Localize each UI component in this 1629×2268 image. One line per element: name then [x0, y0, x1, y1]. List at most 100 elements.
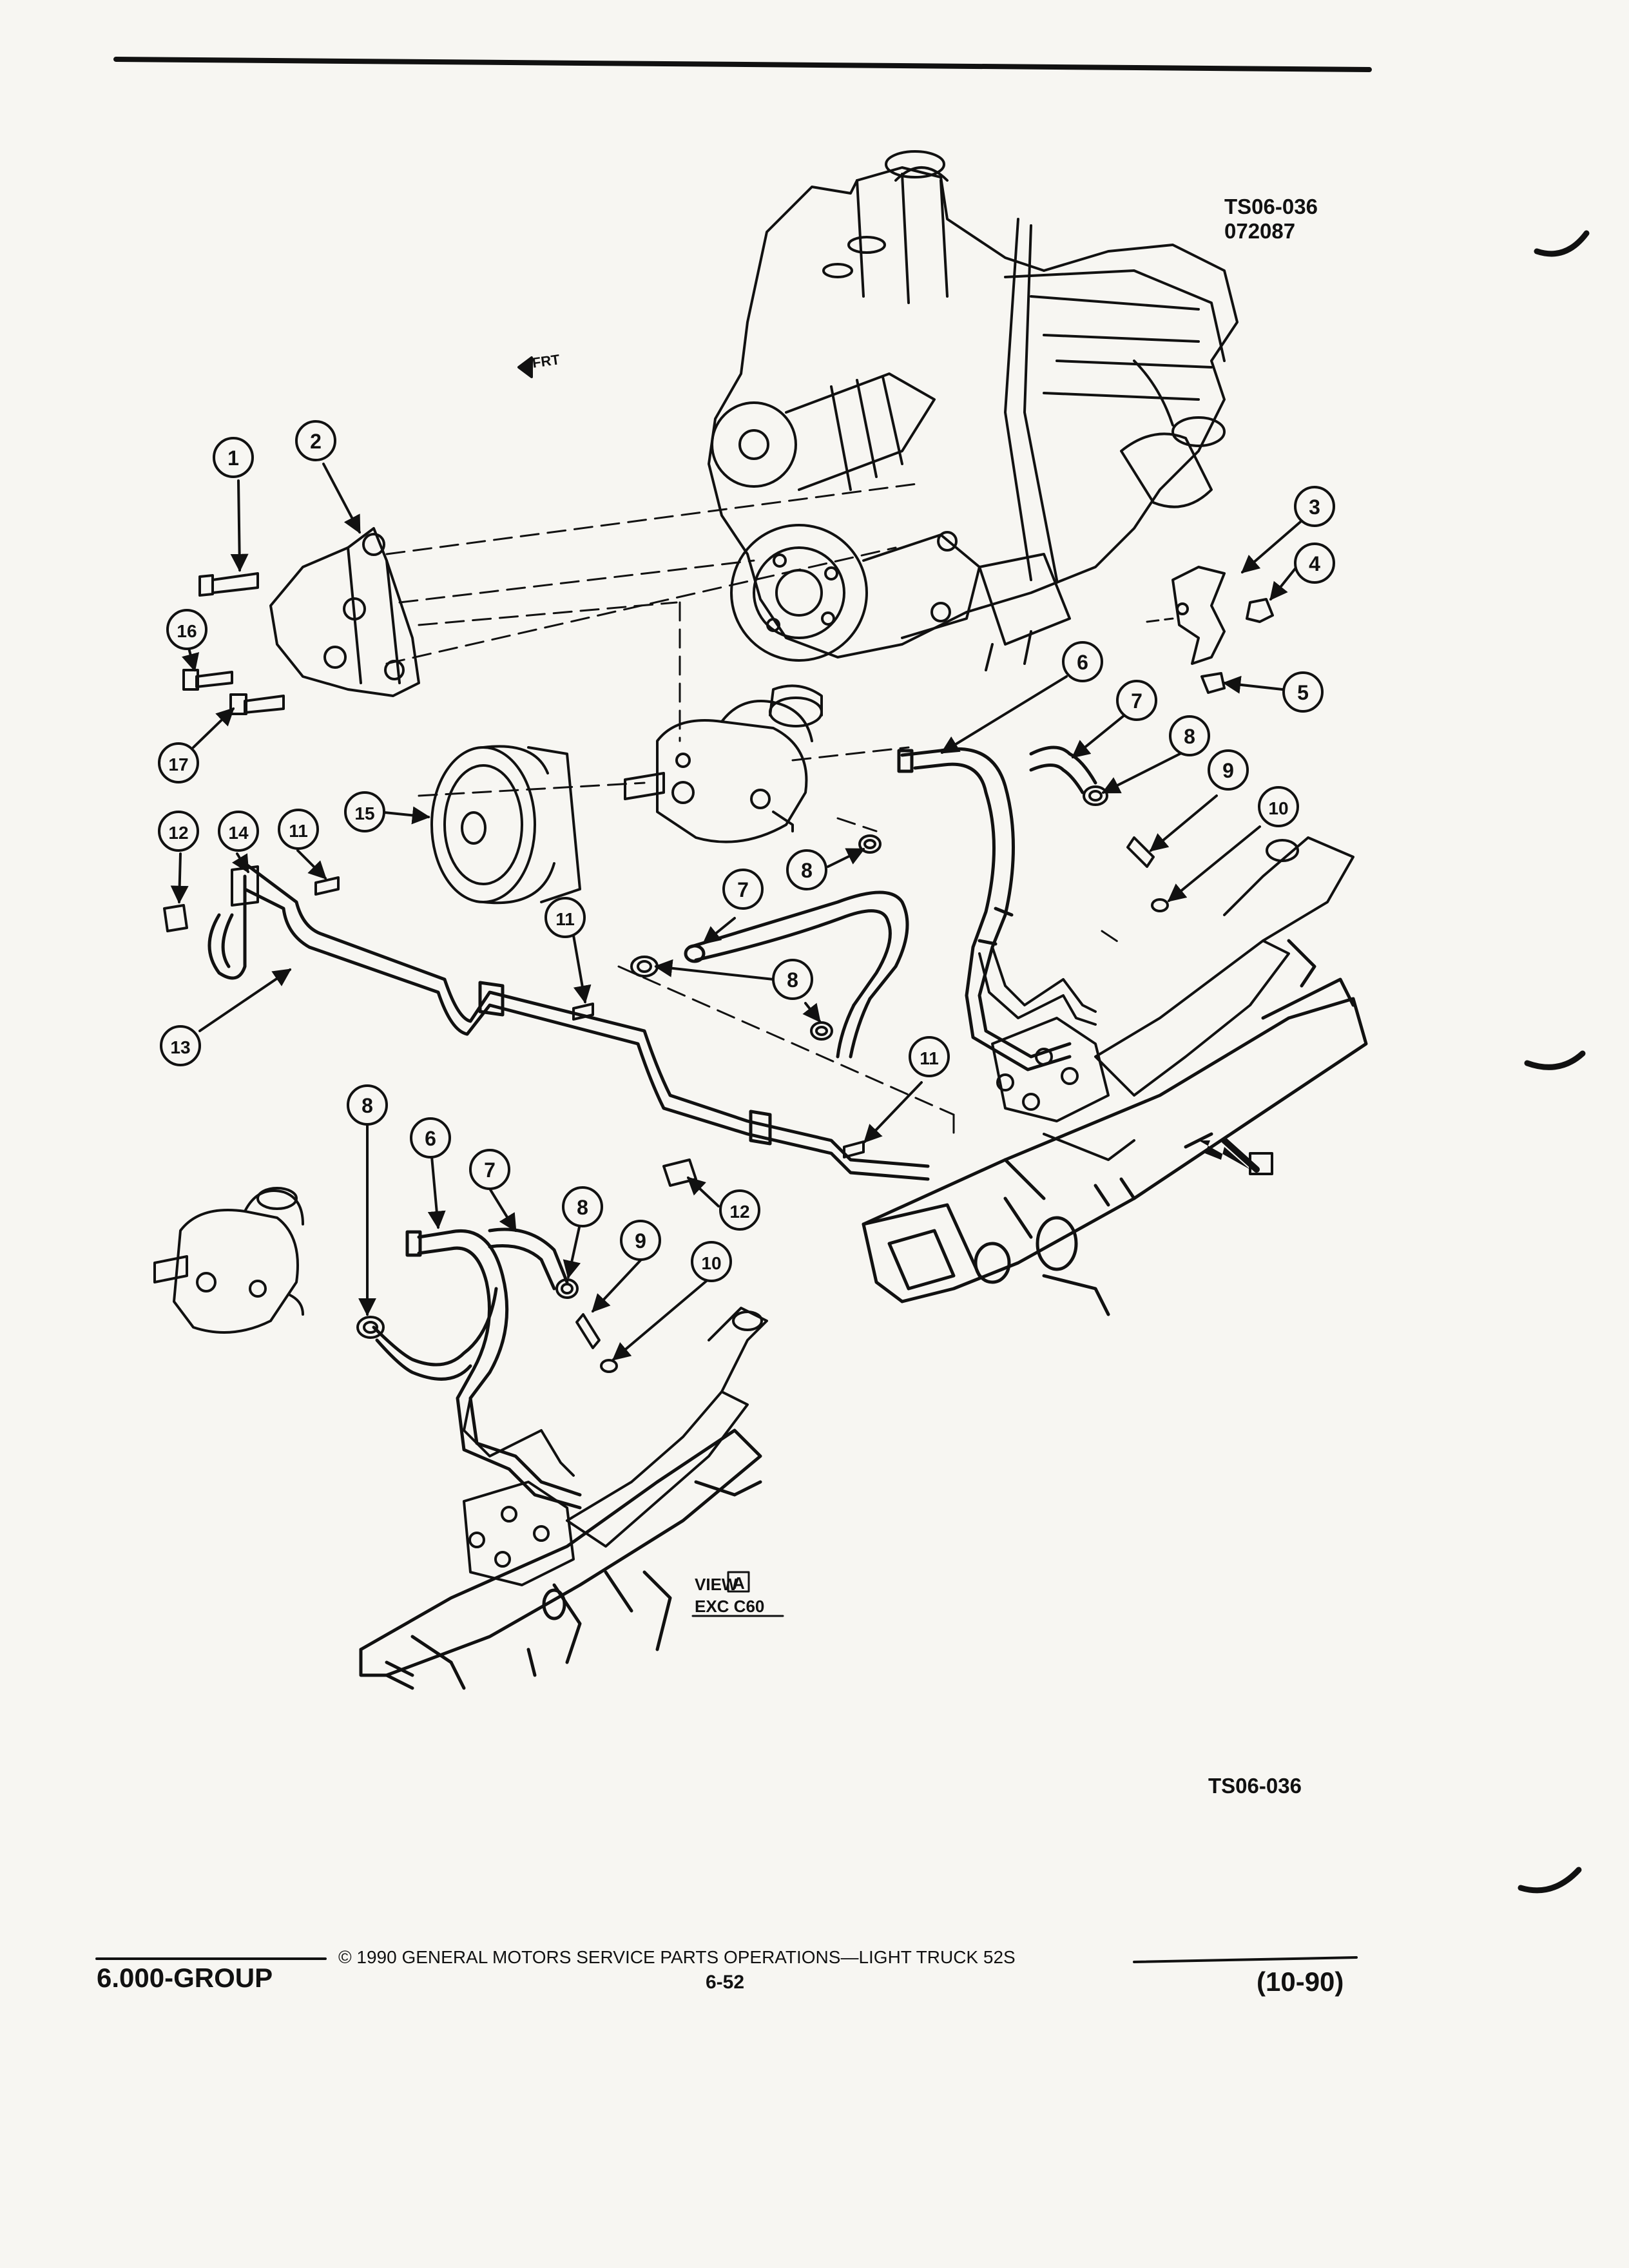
callout-7: [469, 1149, 510, 1190]
callout-text: 16: [177, 621, 197, 641]
callout-4: [1294, 543, 1335, 584]
hose-7-return: [684, 890, 909, 1059]
bolt-1: [198, 572, 259, 597]
callout-text: 13: [170, 1037, 190, 1057]
pump-pulley: [430, 745, 581, 905]
callout-7: [1116, 680, 1157, 721]
pump-reservoir-lower: [153, 1187, 304, 1334]
callout-text: 8: [361, 1094, 373, 1117]
clamp-8: [630, 956, 659, 977]
pump-bracket: [269, 527, 420, 697]
clamp-8: [810, 1021, 833, 1041]
footer-date-code: (10-90): [1257, 1966, 1344, 1997]
callout-text: 14: [228, 823, 249, 843]
frame-rail-lower: [359, 1428, 762, 1690]
hose-6-lower: [405, 1229, 582, 1510]
front-arrow-icon: [517, 356, 533, 378]
callout-text: 12: [729, 1202, 749, 1222]
figure-id: TS06-036 072087: [1224, 195, 1318, 244]
bolt-11: [843, 1140, 865, 1158]
engine-drawing: [708, 150, 1239, 671]
washer-10: [1151, 898, 1169, 912]
cooler-line-13: [207, 861, 930, 1181]
fitting-9: [1126, 836, 1155, 868]
callout-11: [909, 1036, 950, 1077]
clamp-8: [356, 1316, 385, 1339]
callout-12: [719, 1189, 760, 1231]
callout-8: [562, 1186, 603, 1227]
pump-reservoir-upper: [624, 684, 823, 843]
line-bracket-14: [231, 865, 259, 907]
gear-line-upper: [978, 946, 1097, 1026]
washer-10: [600, 1359, 618, 1373]
hose-6-upper: [897, 747, 1072, 1072]
nut-4: [1246, 598, 1274, 623]
callout-text: 12: [168, 823, 188, 843]
callout-11: [278, 809, 319, 850]
fitting-9: [575, 1313, 601, 1349]
callout-5: [1282, 671, 1324, 713]
steering-gear-lower: [463, 1307, 768, 1586]
clamp-8: [858, 834, 882, 854]
callout-text: 10: [1268, 798, 1288, 818]
callout-text: 17: [168, 754, 188, 774]
callout-text: 9: [1222, 759, 1234, 782]
view-a-arrow-icon: [1199, 1137, 1273, 1175]
footer-rule-right: [1133, 1956, 1358, 1963]
view-note: EXC C60: [695, 1597, 765, 1616]
callout-text: 8: [787, 968, 798, 992]
callout-text: 8: [1184, 725, 1195, 748]
callout-8: [1169, 715, 1210, 756]
callout-circles: [158, 420, 1335, 1282]
callout-11: [545, 897, 586, 938]
binding-mark: [1534, 230, 1590, 257]
bracket-3: [1171, 566, 1226, 665]
callout-3: [1294, 486, 1335, 527]
figure-id-line2: 072087: [1224, 219, 1296, 243]
callout-text: 7: [1131, 689, 1142, 713]
callout-8: [347, 1084, 388, 1126]
callout-7: [722, 869, 764, 910]
steering-gear-upper: [991, 836, 1354, 1161]
clip-12: [163, 904, 188, 932]
bolt-11: [572, 1003, 594, 1021]
callout-16: [166, 609, 207, 650]
view-label: VIEW: [695, 1575, 738, 1594]
callout-text: 8: [577, 1196, 588, 1219]
clamp-8: [555, 1278, 579, 1299]
callout-text: 3: [1309, 495, 1320, 519]
callout-text: 9: [635, 1229, 646, 1253]
leader-arrows: [170, 463, 1302, 1361]
bolt-16: [182, 669, 233, 691]
callout-text: 10: [701, 1253, 721, 1273]
alignment-line: [1146, 617, 1174, 623]
binding-mark: [1524, 1050, 1586, 1070]
callout-text: 7: [484, 1158, 496, 1182]
footer-page-number: 6-52: [706, 1972, 745, 1993]
callout-8: [772, 959, 813, 1000]
callout-text: 4: [1309, 552, 1320, 575]
callout-12: [158, 811, 199, 852]
callout-text: 6: [425, 1127, 436, 1150]
callout-2: [295, 420, 336, 461]
alignment-lines: [385, 482, 1123, 1142]
bottom-figure-id: TS06-036: [1208, 1774, 1302, 1798]
callout-text: 15: [354, 803, 374, 823]
top-rule: [113, 57, 1372, 72]
callout-text: 7: [737, 878, 749, 901]
callout-15: [344, 791, 385, 832]
binding-mark: [1518, 1867, 1582, 1894]
gear-line-lower: [463, 1397, 575, 1477]
callout-6: [410, 1117, 451, 1158]
callout-text: 6: [1077, 651, 1088, 674]
callout-17: [158, 742, 199, 783]
clamp-8: [1083, 785, 1108, 806]
callout-numbers: 1 2 3 4 5 16 17 6 7 8 9 10 15 12 14 11 7…: [168, 430, 1320, 1273]
callout-text: 8: [801, 859, 813, 882]
callout-text: 11: [555, 909, 575, 929]
hose-7-lower: [372, 1227, 569, 1381]
view-letter: A: [733, 1573, 745, 1593]
callout-text: 1: [227, 447, 239, 470]
callout-13: [160, 1025, 201, 1066]
